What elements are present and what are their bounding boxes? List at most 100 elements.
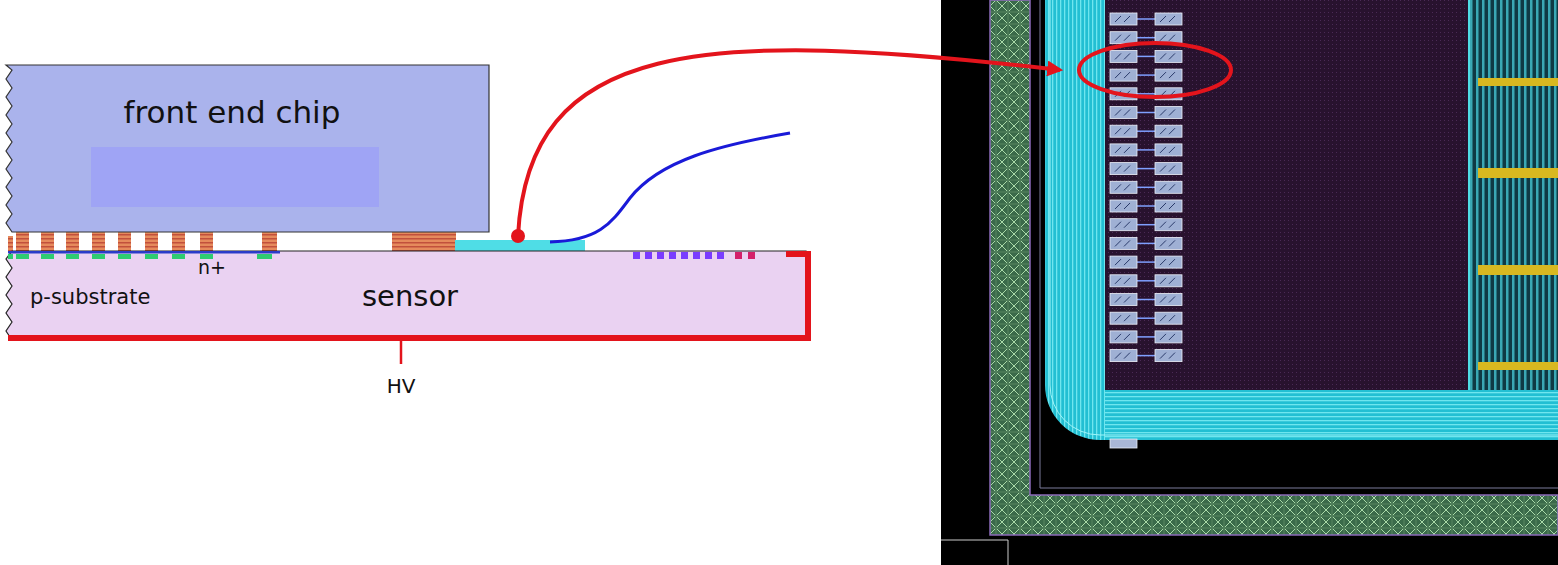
sensor-title: sensor (362, 280, 458, 313)
pad-mark (1160, 240, 1175, 246)
voltage-label: HV (387, 375, 416, 398)
pad-mark (1115, 297, 1130, 303)
pad (1110, 50, 1137, 62)
pad-link (1137, 74, 1155, 76)
pad-link (1137, 187, 1155, 189)
pad-link (1137, 243, 1155, 245)
bump (8, 236, 13, 251)
pixel-matrix (1105, 0, 1470, 390)
pad-link (1137, 149, 1155, 151)
pad-mark (1160, 297, 1175, 303)
pad (1110, 439, 1137, 448)
bump (41, 232, 54, 251)
pad-link (1137, 18, 1155, 20)
periphery-bands (1478, 78, 1558, 370)
layout-background (941, 0, 1558, 565)
pad-link (1137, 280, 1155, 282)
pad-mark (1160, 35, 1175, 41)
periphery (1470, 0, 1558, 390)
pad (1110, 350, 1137, 362)
pad (1155, 312, 1182, 324)
metal-line (8, 251, 280, 254)
pad-link (1137, 261, 1155, 263)
pad-mark (1160, 53, 1175, 59)
guard-implant (705, 252, 712, 259)
pad-link (1137, 336, 1155, 338)
n-implant (92, 254, 105, 259)
backside-contact (8, 335, 811, 341)
pad-mark (1160, 222, 1175, 228)
pad (1110, 275, 1137, 287)
bump (16, 232, 29, 251)
pad (1155, 256, 1182, 268)
n-implant (8, 254, 13, 259)
pad (1155, 331, 1182, 343)
guard-implant (693, 252, 700, 259)
chip-outline (6, 65, 489, 232)
pad (1110, 107, 1137, 119)
wire-bond (550, 133, 790, 242)
n-implant (16, 254, 29, 259)
pad (1155, 237, 1182, 249)
n-implant (66, 254, 79, 259)
guard-implant (717, 252, 724, 259)
pad-mark (1115, 72, 1130, 78)
pad (1110, 219, 1137, 231)
edge-contact (786, 251, 811, 257)
highlight-ellipse (1079, 43, 1231, 97)
pad (1110, 32, 1137, 44)
pad-mark (1115, 35, 1130, 41)
sensor-body: p-substratesensor (5, 251, 811, 341)
pad-mark (1115, 184, 1130, 190)
n-implant (172, 254, 185, 259)
pad-mark (1115, 53, 1130, 59)
n-implant (257, 254, 272, 259)
pad (1110, 13, 1137, 25)
pad-mark (1115, 203, 1130, 209)
pad (1155, 200, 1182, 212)
periphery-edge (1468, 0, 1470, 390)
pad-mark (1160, 16, 1175, 22)
ring-edge (1040, 0, 1558, 488)
pad (1110, 294, 1137, 306)
pad-mark (1115, 110, 1130, 116)
pad (1155, 181, 1182, 193)
bump (172, 232, 185, 251)
pad (1110, 237, 1137, 249)
pad (1110, 181, 1137, 193)
pad-mark (1160, 110, 1175, 116)
bump (392, 232, 456, 251)
pad-link (1137, 56, 1155, 58)
pad (1110, 256, 1137, 268)
pad-mark (1160, 353, 1175, 359)
guard-implant (669, 252, 676, 259)
bump (118, 232, 131, 251)
pad (1155, 275, 1182, 287)
pad (1155, 294, 1182, 306)
pad-mark (1160, 72, 1175, 78)
pad-mark (1115, 128, 1130, 134)
bump (262, 232, 277, 251)
pad (1155, 69, 1182, 81)
pad (1110, 144, 1137, 156)
guard-implant (735, 252, 742, 259)
callout-arrow (518, 50, 1060, 236)
pad (1110, 200, 1137, 212)
hv-lead (400, 340, 403, 364)
pixel-pads (1110, 13, 1182, 362)
pad-mark (1160, 315, 1175, 321)
bias-ring (1045, 0, 1558, 440)
pad (1155, 350, 1182, 362)
pad (1155, 144, 1182, 156)
guard-implant (633, 252, 640, 259)
pad (1110, 163, 1137, 175)
guard-implant (657, 252, 664, 259)
front-end-chip: front end chip (5, 65, 490, 233)
bump (92, 232, 105, 251)
n-implant (41, 254, 54, 259)
pad-mark (1160, 203, 1175, 209)
pad-mark (1115, 147, 1130, 153)
pad-link (1137, 317, 1155, 319)
pad-mark (1115, 259, 1130, 265)
pad-mark (1115, 315, 1130, 321)
